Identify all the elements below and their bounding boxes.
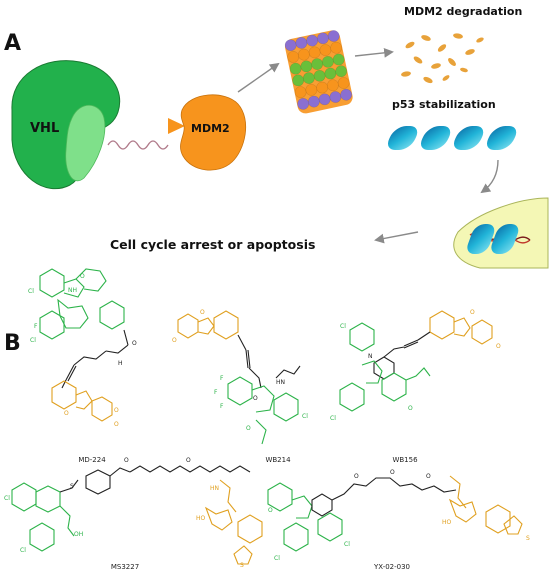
arrow-to-nucleus (480, 159, 499, 194)
atom-o-ms3227-2: O (186, 457, 191, 464)
atom-o-ms3227-1: O (124, 457, 129, 464)
proteasome-subunit (330, 41, 343, 54)
atom-f-wb214-3: F (220, 403, 224, 410)
atom-cl-wb156-2: Cl (330, 415, 336, 422)
atom-o-md224-e3-3: O (114, 421, 119, 428)
atom-h-md224: H (118, 360, 123, 367)
panel-b-letter: B (4, 331, 21, 356)
structure-ms3227: Cl Cl OH S O O HN HO S (4, 457, 263, 569)
degradation-label: MDM2 degradation (404, 5, 522, 18)
atom-o-wb156-1: O (470, 309, 475, 316)
atom-cl-md224-2: Cl (30, 337, 36, 344)
arrow-to-degradation (354, 47, 394, 58)
atom-cl-ms3227-1: Cl (4, 495, 10, 502)
protac-linker-wave (107, 140, 169, 150)
atom-f-wb214-1: F (220, 375, 224, 382)
structure-wb214: O O O HN F F F Cl O (172, 309, 308, 445)
atom-o-yx-1: O (268, 507, 273, 514)
mdm2-label: MDM2 (191, 122, 230, 135)
nucleus (453, 197, 549, 269)
atom-hn-wb214: HN (276, 379, 285, 386)
atom-f-md224: F (34, 323, 38, 330)
atom-o-wb156-2: O (496, 343, 501, 350)
arrow-to-outcome (374, 231, 419, 244)
atom-o-wb156-3: O (408, 405, 413, 412)
structure-md224: Cl Cl F O NH O H O O O (28, 268, 137, 428)
panel-a-letter: A (4, 31, 21, 56)
atom-o-yx-4: O (426, 473, 431, 480)
atom-ho-ms3227: HO (196, 515, 206, 522)
proteasome-subunit (332, 53, 345, 66)
atom-nh-md224: NH (68, 287, 77, 294)
atom-o-md224-e3-1: O (64, 410, 69, 417)
atom-o-wb214-4: O (246, 425, 251, 432)
atom-o-md224-e3-2: O (114, 407, 119, 414)
compound-label-wb214: WB214 (265, 456, 291, 464)
atom-s-ms3227-thiazole: S (240, 562, 244, 569)
compound-label-yx02030: YX-02-030 (373, 563, 410, 571)
atom-cl-wb214: Cl (302, 413, 308, 420)
vhl-protein: VHL (11, 60, 121, 190)
atom-o-md224: O (80, 273, 85, 280)
atom-oh-ms3227: OH (74, 531, 83, 538)
atom-s-ms3227: S (70, 483, 74, 490)
proteasome-subunit (340, 88, 353, 101)
atom-o-yx-3: O (390, 469, 395, 476)
compound-label-ms3227: MS3227 (111, 563, 139, 571)
atom-o-yx-2: O (354, 473, 359, 480)
atom-o-md224-amide: O (132, 340, 137, 347)
atom-f-wb214-2: F (214, 389, 218, 396)
atom-n-wb156: N (368, 353, 373, 360)
atom-o-wb214-1: O (172, 337, 177, 344)
atom-o-wb214-3: O (253, 395, 258, 402)
atom-cl-ms3227-2: Cl (20, 547, 26, 554)
outcome-label: Cell cycle arrest or apoptosis (110, 237, 315, 252)
mdm2-fragments (401, 33, 484, 84)
compound-label-wb156: WB156 (392, 456, 418, 464)
atom-ho-yx: HO (442, 519, 452, 526)
arrow-to-proteasome (237, 62, 280, 93)
compound-label-md224: MD-224 (78, 456, 106, 464)
proteasome-subunit (327, 30, 340, 42)
mdm2-protein: MDM2 (168, 94, 246, 171)
proteasome (284, 30, 353, 114)
proteasome-subunit (335, 65, 348, 78)
structure-wb156: O O N Cl Cl O (330, 309, 501, 422)
atom-s-yx-thiazole: S (526, 535, 530, 542)
stabilization-label: p53 stabilization (392, 98, 496, 111)
atom-hn-ms3227: HN (210, 485, 219, 492)
p53-proteins (388, 126, 517, 150)
vhl-label: VHL (30, 121, 59, 136)
atom-cl-wb156-1: Cl (340, 323, 346, 330)
atom-o-wb214-2: O (200, 309, 205, 316)
atom-cl-yx-1: Cl (274, 555, 280, 562)
atom-cl-md224-1: Cl (28, 288, 34, 295)
atom-cl-yx-2: Cl (344, 541, 350, 548)
structure-yx02030: Cl Cl O O O O HO S (267, 469, 530, 562)
proteasome-subunit (337, 77, 350, 89)
